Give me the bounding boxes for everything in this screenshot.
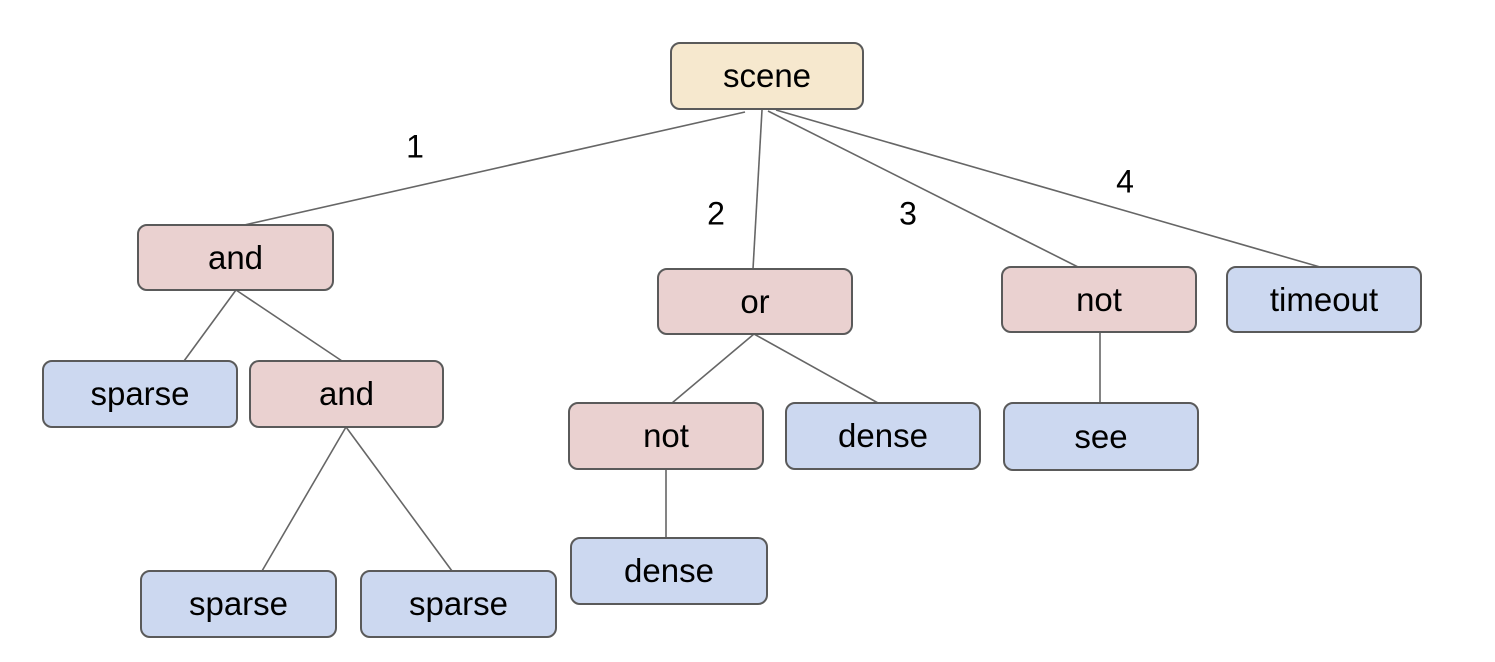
- tree-node-dense-1: dense: [785, 402, 981, 470]
- tree-node-or: or: [657, 268, 853, 335]
- edge-label-2: 2: [707, 195, 725, 232]
- tree-node-sparse-1: sparse: [42, 360, 238, 428]
- tree-node-sparse-2: sparse: [140, 570, 337, 638]
- tree-node-scene: scene: [670, 42, 864, 110]
- edge-label-4: 4: [1116, 163, 1134, 200]
- tree-node-timeout: timeout: [1226, 266, 1422, 333]
- edge-and-and: [235, 289, 343, 362]
- tree-node-not-1: not: [1001, 266, 1197, 333]
- tree-node-sparse-3: sparse: [360, 570, 557, 638]
- edge-and2-sparse3: [345, 426, 453, 572]
- tree-node-and-2: and: [249, 360, 444, 428]
- edge-or-dense: [753, 333, 879, 404]
- tree-node-see: see: [1003, 402, 1199, 471]
- edge-label-1: 1: [406, 128, 424, 165]
- edge-scene-and: [239, 111, 746, 227]
- edge-label-3: 3: [899, 195, 917, 232]
- tree-node-and-1: and: [137, 224, 334, 291]
- edge-and-sparse: [183, 289, 237, 362]
- edge-scene-not: [767, 110, 1079, 268]
- edge-scene-or: [752, 109, 763, 270]
- edge-and2-sparse2: [261, 426, 347, 572]
- edge-scene-timeout: [775, 109, 1321, 268]
- tree-node-not-2: not: [568, 402, 764, 470]
- edge-or-not: [671, 333, 755, 404]
- tree-node-dense-2: dense: [570, 537, 768, 605]
